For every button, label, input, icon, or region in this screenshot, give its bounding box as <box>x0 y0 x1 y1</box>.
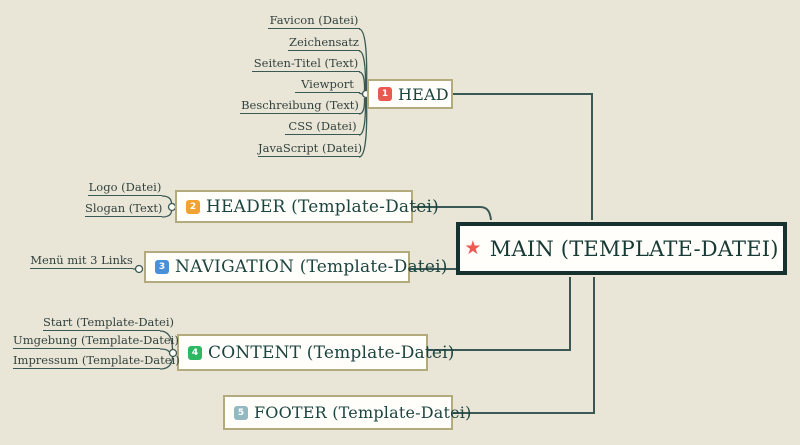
node-content-label: CONTENT (Template-Datei) <box>208 342 455 363</box>
edge-css <box>358 97 367 136</box>
leaf-umgebung[interactable]: Umgebung (Template-Datei) <box>13 333 179 349</box>
badge-5-icon: 5 <box>234 405 248 420</box>
leaf-seiten-titel[interactable]: Seiten-Titel (Text) <box>252 56 360 72</box>
node-header[interactable]: 2 HEADER (Template-Datei) <box>175 190 439 223</box>
fold-handle-navigation[interactable] <box>134 264 144 274</box>
leaf-logo[interactable]: Logo (Datei) <box>88 180 162 196</box>
node-main-label: MAIN (TEMPLATE-DATEI) <box>489 236 779 261</box>
node-head[interactable]: 1 HEAD <box>367 79 453 109</box>
leaf-menue[interactable]: Menü mit 3 Links <box>30 253 133 269</box>
leaf-start[interactable]: Start (Template-Datei) <box>43 315 174 331</box>
leaf-favicon[interactable]: Favicon (Datei) <box>268 13 360 29</box>
leaf-beschreibung[interactable]: Beschreibung (Text) <box>240 98 360 114</box>
edge-favicon <box>358 28 368 91</box>
badge-3-icon: 3 <box>155 260 169 274</box>
star-icon: ★ <box>464 237 482 259</box>
node-footer[interactable]: 5 FOOTER (Template-Datei) <box>223 395 471 430</box>
node-content[interactable]: 4 CONTENT (Template-Datei) <box>177 334 454 371</box>
node-footer-label: FOOTER (Template-Datei) <box>254 403 472 422</box>
leaf-javascript[interactable]: JavaScript (Datei) <box>258 141 363 157</box>
node-navigation-label: NAVIGATION (Template-Datei) <box>175 257 448 277</box>
badge-2-icon: 2 <box>186 199 200 214</box>
leaf-viewport[interactable]: Viewport <box>295 77 360 93</box>
edge-seiten-titel <box>358 71 366 92</box>
edge-logo <box>161 195 173 204</box>
edge-content-main <box>428 277 571 351</box>
edge-slogan <box>161 210 173 218</box>
fold-handle-content[interactable] <box>168 348 178 358</box>
leaf-zeichensatz[interactable]: Zeichensatz <box>288 35 360 51</box>
leaf-css[interactable]: CSS (Datei) <box>285 119 360 135</box>
leaf-slogan[interactable]: Slogan (Text) <box>85 201 163 217</box>
edge-umgebung <box>159 348 170 353</box>
edge-start <box>159 330 174 350</box>
badge-4-icon: 4 <box>188 345 202 360</box>
edge-impressum <box>159 356 174 370</box>
leaf-impressum[interactable]: Impressum (Template-Datei) <box>13 353 180 369</box>
node-main[interactable]: ★ MAIN (TEMPLATE-DATEI) <box>456 222 787 275</box>
node-navigation[interactable]: 3 NAVIGATION (Template-Datei) <box>144 251 447 283</box>
edge-javascript <box>358 97 368 158</box>
node-head-label: HEAD <box>398 84 449 104</box>
edge-head-main <box>452 93 593 220</box>
edge-zeichensatz <box>358 50 367 91</box>
edge-header-main <box>412 206 492 221</box>
edge-footer-main <box>452 277 595 414</box>
edge-viewport <box>358 92 363 95</box>
badge-1-icon: 1 <box>378 87 392 101</box>
node-header-label: HEADER (Template-Datei) <box>206 196 440 217</box>
